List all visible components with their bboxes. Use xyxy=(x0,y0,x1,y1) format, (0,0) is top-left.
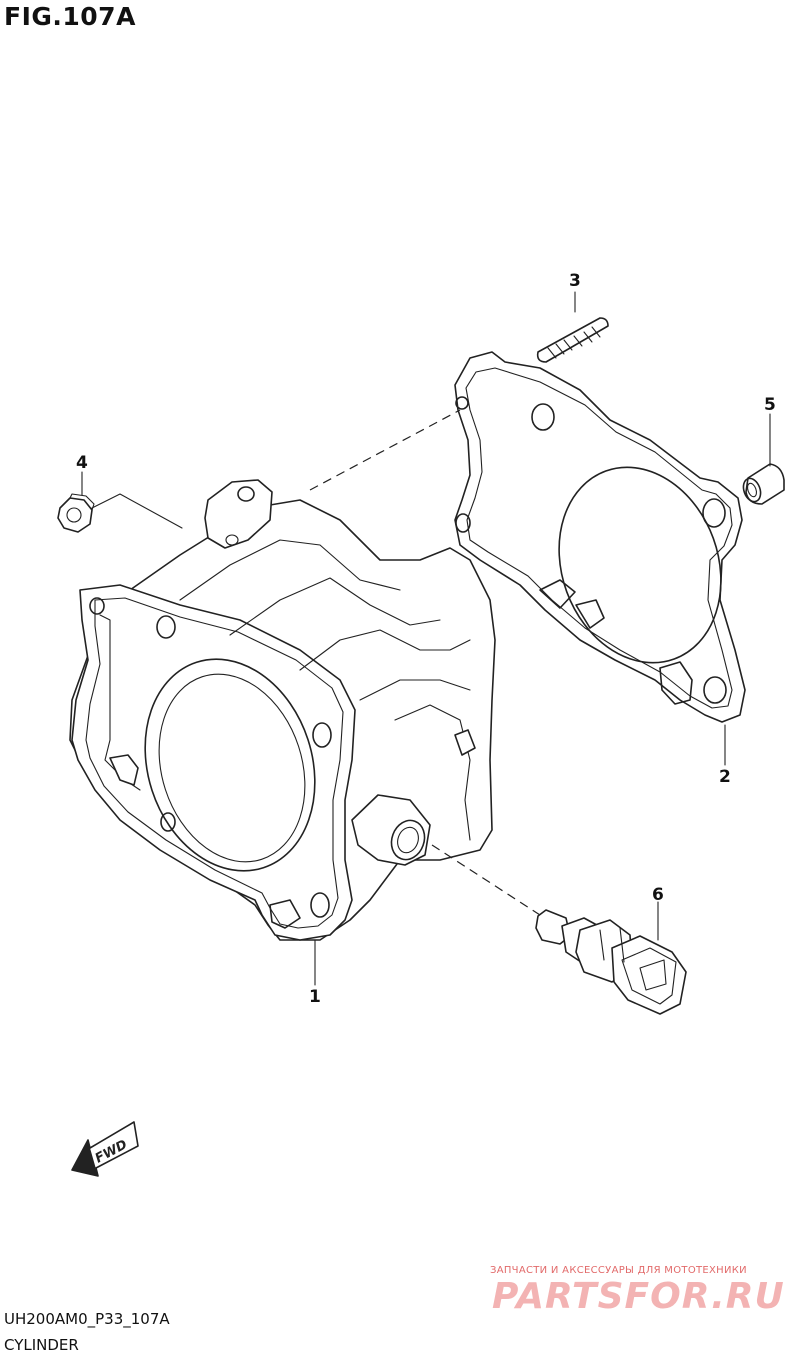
callout-6: 6 xyxy=(652,885,664,905)
leader-line-4 xyxy=(81,471,183,529)
part-3-stud-bolt[interactable] xyxy=(536,317,609,363)
part-4-nut[interactable] xyxy=(57,493,95,533)
fwd-arrow-icon: FWD xyxy=(71,1121,139,1177)
watermark-logo: PARTSFOR.RU xyxy=(492,1276,785,1317)
callout-1: 1 xyxy=(309,987,321,1007)
part-1-cylinder[interactable] xyxy=(69,479,496,941)
watermark-tagline: ЗАПЧАСТИ И АКСЕССУАРЫ ДЛЯ МОТОТЕХНИКИ xyxy=(490,1265,747,1276)
figure-code: UH200AM0_P33_107A xyxy=(4,1310,170,1328)
callout-2: 2 xyxy=(719,767,731,787)
figure-name: CYLINDER xyxy=(4,1336,79,1354)
part-5-dowel-pin[interactable] xyxy=(740,463,785,505)
assembly-line-sensor xyxy=(431,844,541,916)
part-2-gasket[interactable] xyxy=(454,351,747,723)
callout-3: 3 xyxy=(569,271,581,291)
part-6-temp-sensor[interactable] xyxy=(535,909,687,1015)
callout-4: 4 xyxy=(76,453,88,473)
callout-5: 5 xyxy=(764,395,776,415)
figure-title: FIG.107A xyxy=(4,2,136,31)
assembly-line-stud xyxy=(309,409,461,491)
